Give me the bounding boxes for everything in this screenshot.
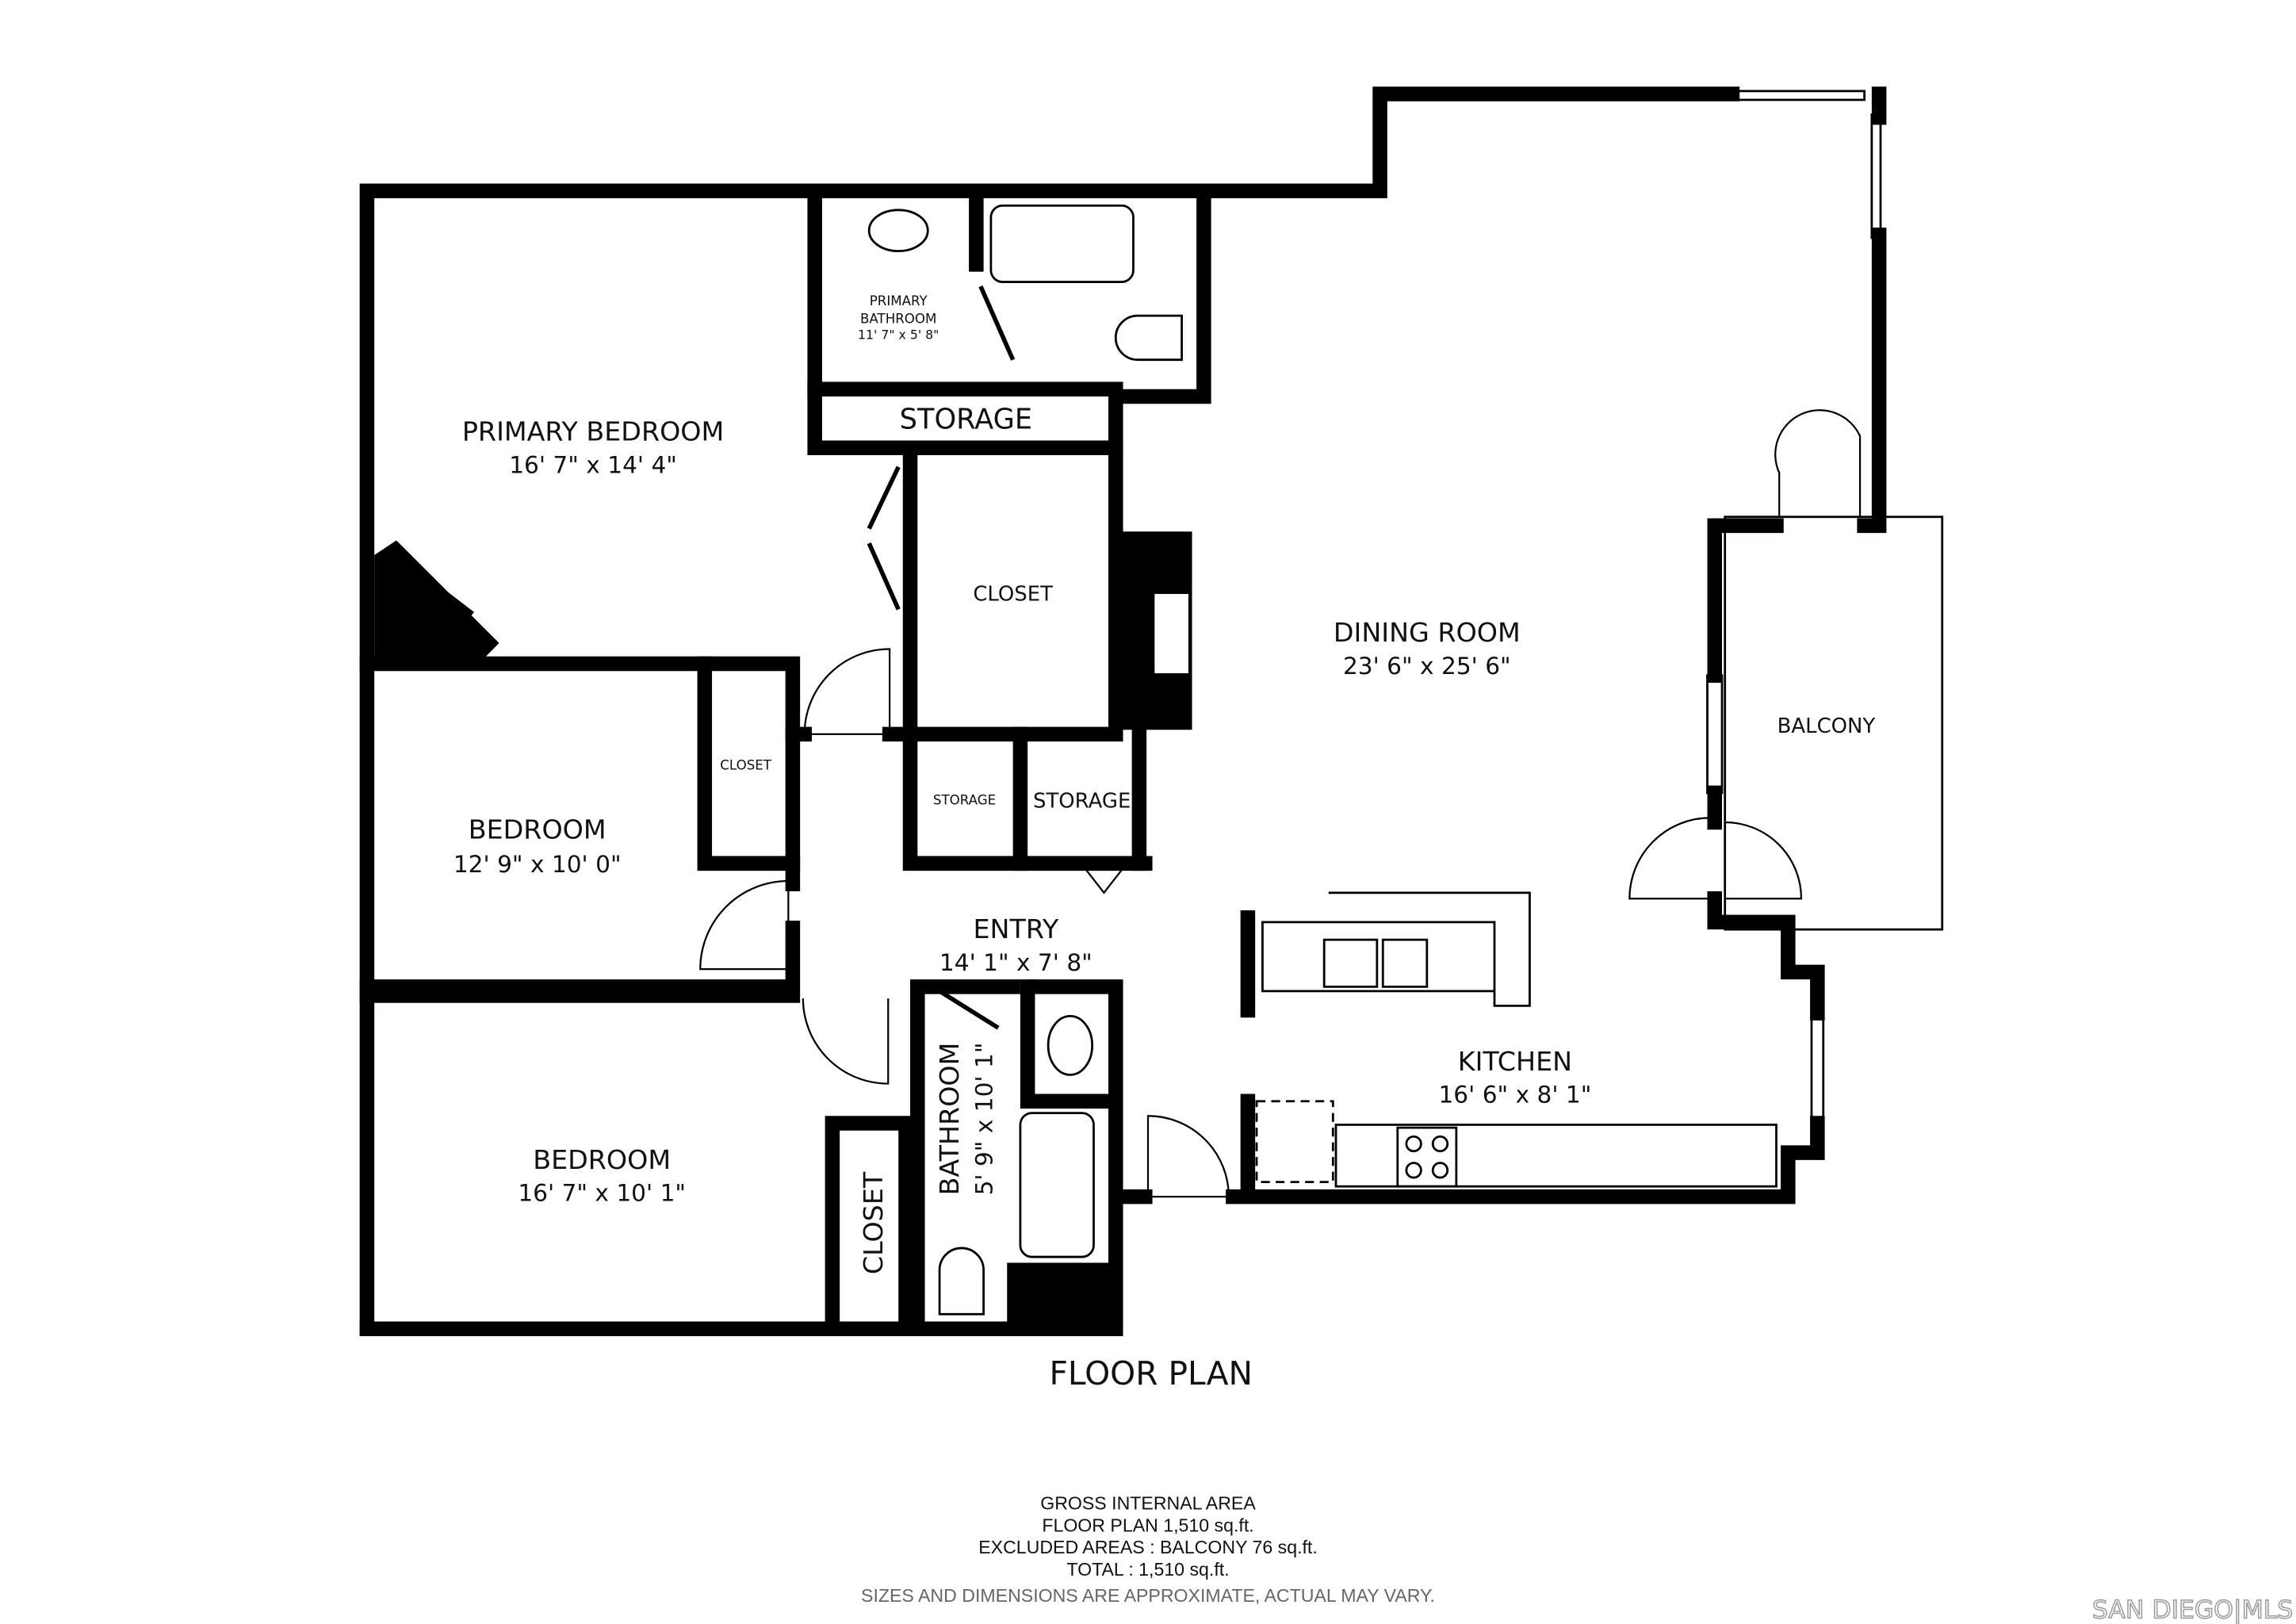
walls <box>359 86 1887 1337</box>
storage-small-label: STORAGE <box>933 793 996 808</box>
area-excluded: EXCLUDED AREAS : BALCONY 76 sq.ft. <box>978 1537 1318 1557</box>
fixtures <box>360 90 1944 1316</box>
entry-label: ENTRY <box>974 914 1059 944</box>
area-summary: GROSS INTERNAL AREA FLOOR PLAN 1,510 sq.… <box>861 1493 1435 1607</box>
disclaimer: SIZES AND DIMENSIONS ARE APPROXIMATE, AC… <box>861 1585 1435 1606</box>
closet-bedroom3-label: CLOSET <box>858 1171 889 1274</box>
storage-right-label: STORAGE <box>1033 789 1131 813</box>
kitchen-label: KITCHEN <box>1458 1046 1572 1077</box>
bedroom-2-label: BEDROOM <box>469 814 607 845</box>
primary-bedroom-label: PRIMARY BEDROOM <box>462 416 724 447</box>
primary-bathroom-label-2: BATHROOM <box>860 311 936 326</box>
doors <box>421 285 1862 1198</box>
bedroom-3-label: BEDROOM <box>533 1144 671 1175</box>
balcony-outline <box>1724 515 1944 931</box>
bedroom-3-dims: 16' 7" x 10' 1" <box>518 1180 686 1207</box>
bedroom-2-dims: 12' 9" x 10' 0" <box>453 851 622 878</box>
bathroom-label: BATHROOM <box>934 1043 965 1196</box>
area-floor-plan: FLOOR PLAN 1,510 sq.ft. <box>1042 1515 1253 1535</box>
dining-room-label: DINING ROOM <box>1334 617 1521 648</box>
kitchen-dims: 16' 6" x 8' 1" <box>1438 1082 1591 1109</box>
storage-top-label: STORAGE <box>900 404 1032 436</box>
primary-bathroom-dims: 11' 7" x 5' 8" <box>858 327 939 343</box>
bathroom-dims: 5' 9" x 10' 1" <box>971 1043 998 1196</box>
primary-bedroom-dims: 16' 7" x 14' 4" <box>509 451 677 478</box>
closet-small-label: CLOSET <box>720 757 772 772</box>
plan-title: FLOOR PLAN <box>1049 1354 1252 1392</box>
entry-dims: 14' 1" x 7' 8" <box>939 949 1093 976</box>
san-diego-mls-watermark: SAN DIEGO|MLS <box>2092 1596 2293 1624</box>
primary-bathroom-label-1: PRIMARY <box>870 293 928 308</box>
room-labels: PRIMARY BEDROOM 16' 7" x 14' 4" PRIMARY … <box>453 293 1876 1274</box>
dining-room-dims: 23' 6" x 25' 6" <box>1343 653 1511 680</box>
balcony-label: BALCONY <box>1777 714 1876 738</box>
area-total: TOTAL : 1,510 sq.ft. <box>1066 1559 1229 1580</box>
closet-label: CLOSET <box>973 582 1053 606</box>
area-heading: GROSS INTERNAL AREA <box>1040 1493 1256 1514</box>
